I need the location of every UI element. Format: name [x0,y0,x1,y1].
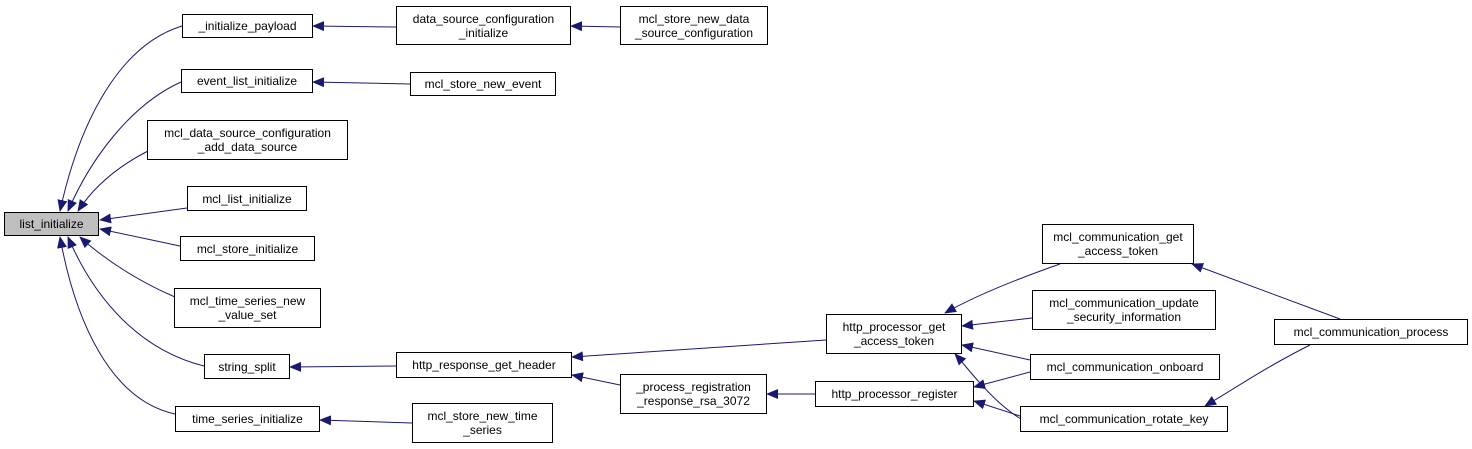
node-http-processor-get-access-token[interactable]: http_processor_get _access_token [826,314,962,354]
node-mcl-communication-process[interactable]: mcl_communication_process [1274,319,1468,345]
node-time-series-initialize[interactable]: time_series_initialize [175,406,320,432]
node-mcl-data-source-configuration-add-data-source[interactable]: mcl_data_source_configuration _add_data_… [147,120,348,160]
node-http-response-get-header[interactable]: http_response_get_header [396,352,572,378]
edge-http-response-get-header-to-string-split [289,361,397,372]
edge-mcl-store-new-event-to-event-list-initialize [312,77,411,88]
edge-mcl-store-new-time-series-to-time-series-initialize [319,415,413,426]
edge-event-list-initialize-to-list-initialize [67,81,182,212]
node-mcl-store-initialize[interactable]: mcl_store_initialize [180,236,315,261]
node-mcl-time-series-new-value-set[interactable]: mcl_time_series_new _value_set [174,288,321,328]
node-mcl-communication-onboard[interactable]: mcl_communication_onboard [1030,354,1220,380]
edge-mcl-store-initialize-to-list-initialize [99,226,181,247]
edge-mcl-communication-onboard-to-http-processor-get-access-token [961,342,1031,361]
edge-time-series-initialize-to-list-initialize [57,236,176,415]
edge-mcl-communication-process-to-mcl-communication-get-access-token [1191,263,1341,320]
node-mcl-communication-update-security-information[interactable]: mcl_communication_update _security_infor… [1032,290,1216,330]
node-http-processor-register[interactable]: http_processor_register [815,381,974,407]
edge-string-split-to-list-initialize [67,236,205,367]
edge-http-processor-get-access-token-to-http-response-get-header [571,339,827,362]
edge-mcl-communication-rotate-key-to-http-processor-register [973,399,1021,417]
node-mcl-list-initialize[interactable]: mcl_list_initialize [187,186,307,211]
edge-mcl-communication-update-security-information-to-http-processor-get-access-token [961,317,1033,330]
node-initialize-payload[interactable]: _initialize_payload [182,14,313,38]
node-mcl-store-new-time-series[interactable]: mcl_store_new_time _series [412,403,553,443]
edge-mcl-list-initialize-to-list-initialize [99,207,188,224]
edge-mcl-data-source-configuration-to-list-initialize [77,149,151,212]
node-process-registration-response-rsa-3072[interactable]: _process_registration _response_rsa_3072 [620,374,767,414]
edge-mcl-communication-process-to-mcl-communication-rotate-key [1204,344,1311,407]
node-mcl-communication-rotate-key[interactable]: mcl_communication_rotate_key [1020,406,1228,432]
edge-mcl-communication-get-access-token-to-http-processor-get-access-token [944,263,1061,314]
edge-mcl-store-new-data-source-configuration-to-data-source-configuration-initialize [570,21,621,32]
edge-mcl-communication-onboard-to-http-processor-register [973,371,1031,389]
node-data-source-configuration-initialize[interactable]: data_source_configuration _initialize [396,6,571,45]
edge-mcl-time-series-new-value-set-to-list-initialize [79,236,176,298]
edge-data-source-configuration-initialize-to-initialize-payload [312,21,397,32]
node-string-split[interactable]: string_split [204,354,290,379]
node-mcl-store-new-data-source-configuration[interactable]: mcl_store_new_data _source_configuration [620,6,768,45]
node-event-list-initialize[interactable]: event_list_initialize [181,69,313,93]
node-list-initialize[interactable]: list_initialize [4,212,99,236]
node-mcl-store-new-event[interactable]: mcl_store_new_event [410,72,556,96]
edge-process-registration-response-to-http-response-get-header [571,372,621,386]
edge-initialize-payload-to-list-initialize [57,25,183,212]
node-mcl-communication-get-access-token[interactable]: mcl_communication_get _access_token [1042,224,1194,264]
